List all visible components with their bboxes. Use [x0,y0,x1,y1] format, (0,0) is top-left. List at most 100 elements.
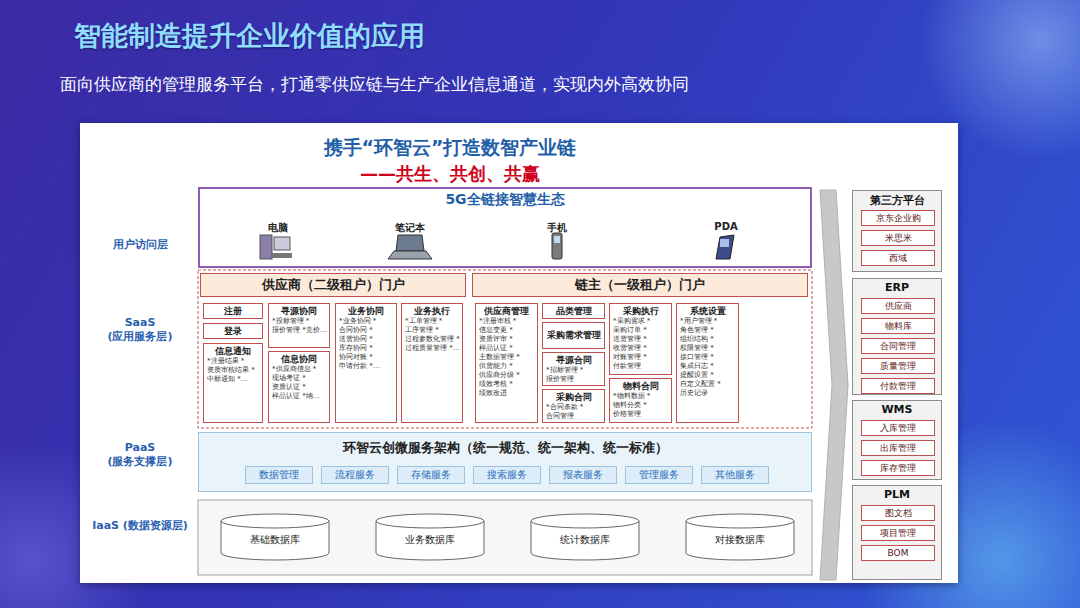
svc-box: 存储服务 [397,466,465,484]
device-icons [260,233,734,259]
col-box: 寻源协同*投标管理 *报价管理 *竞价… [268,303,330,348]
service-label: 管理服务 [639,468,679,482]
column-heading: 寻源协同 [271,306,327,317]
cylinder-body [531,514,639,560]
cylinder-body [376,514,484,560]
svc-box: 流程服务 [321,466,389,484]
col-box: 系统设置*用户管理 *角色管理 *组织结构 *权限管理 *接口管理 *集成日志 … [676,303,739,423]
pc-tower [260,235,272,259]
col-box: 采购合同*合同条款 *合同管理 [542,389,605,423]
system-item: 西域 [889,252,907,265]
database-label: 业务数据库 [375,533,485,547]
column-body: *工单管理 *工序管理 *过程参数化管理 *过程质量管理 *… [404,317,460,353]
cylinder-rim [686,521,794,528]
system-item: 质量管理 [880,360,916,373]
pc-monitor [274,237,290,250]
column-body: *投标管理 *报价管理 *竞价… [271,317,327,335]
db-box: 基础数据库 [220,513,330,561]
system-item: 付款管理 [880,380,916,393]
function-box-label: 注册 [224,306,242,317]
svc-box: 报表服务 [549,466,617,484]
item-box: 合同管理 [861,338,935,354]
svc-box: 搜索服务 [473,466,541,484]
service-label: 数据管理 [259,468,299,482]
system-item: 出库管理 [880,442,916,455]
iaas-band [198,500,812,575]
big-arrow [820,190,848,580]
column-heading: 信息协同 [271,354,327,365]
col-box: 供应商管理*注册审核 *信息变更 *资质评审 *样品认证 *主数据管理 *供货能… [475,303,538,423]
pc-keyboard [272,253,292,258]
col-box: 寻源合同*招标管理 *报价管理 [542,352,605,386]
paas-box: 环智云创微服务架构（统一规范、统一架构、统一标准） 数据管理 流程服务 存储服务 搜索服… [198,432,812,492]
system-item: 米思米 [885,232,912,245]
item-box: 京东企业购 [861,210,935,226]
system-item: 入库管理 [880,422,916,435]
small-box: 登录 [203,323,263,339]
column-heading: 业务执行 [404,306,460,317]
pda-screen [720,239,729,247]
column-body: *注册审核 *信息变更 *资质评审 *样品认证 *主数据管理 *供货能力 *供应… [478,317,535,398]
group-box: PLM图文档项目管理BOM [852,485,942,580]
group-heading: PLM [853,488,941,501]
paas-title: 环智云创微服务架构（统一规范、统一架构、统一标准） [199,439,811,457]
system-item: 库存管理 [880,462,916,475]
column-body: *招标管理 *报价管理 [545,366,602,384]
item-box: 入库管理 [861,420,935,436]
cylinder-body [221,514,329,560]
layer-label: PaaS (服务支撑层) [92,441,188,469]
device-label: 笔记本 [385,221,435,235]
column-body: *合同条款 *合同管理 [545,403,602,421]
group-heading: 第三方平台 [853,193,941,208]
column-heading: 采购合同 [545,392,602,403]
service-label: 存储服务 [411,468,451,482]
portal-header: 供应商（二级租户）门户 [200,273,466,297]
col-box: 业务协同*业务协同 *合同协同 *送货协同 *库存协同 *协同对账 *申请付款 … [335,303,397,423]
function-box-label: 采购需求管理 [547,330,601,341]
service-label: 搜索服务 [487,468,527,482]
system-item: BOM [888,548,909,558]
service-label: 其他服务 [715,468,755,482]
portal-box: 供应商（二级租户）门户注册登录信息通知*注册结果 *资质审核结果 *中标通知 *… [200,273,466,426]
pda-body [716,235,734,259]
group-heading: ERP [853,281,941,294]
subtitle: 面向供应商的管理服务平台，打通零供应链与生产企业信息通道，实现内外高效协同 [60,73,1020,96]
item-box: 库存管理 [861,460,935,476]
item-box: 西域 [861,250,935,266]
col-box: 业务执行*工单管理 *工序管理 *过程参数化管理 *过程质量管理 *… [401,303,463,423]
system-item: 供应商 [885,300,912,313]
panel-heading: 携手“环智云”打造数智产业链 [80,135,820,161]
column-heading: 业务协同 [338,306,394,317]
phone-body [552,233,562,259]
layer-label: 用户访问层 [92,237,188,252]
db-box: 统计数据库 [530,513,640,561]
system-item: 合同管理 [880,340,916,353]
column-heading: 信息通知 [206,346,260,357]
cylinder-rim [376,521,484,528]
cylinder-rim [531,521,639,528]
slide-title: 智能制造提升企业价值的应用 [74,18,425,54]
cylinder-rim [221,521,329,528]
column-body: *物料数据 *物料分类 *价格管理 [612,392,669,419]
item-box: 米思米 [861,230,935,246]
system-item: 项目管理 [880,527,916,540]
column-body: *用户管理 *角色管理 *组织结构 *权限管理 *接口管理 *集成日志 *提醒设… [679,317,736,398]
column-heading: 系统设置 [679,306,736,317]
small-box: 采购需求管理 [542,322,605,349]
laptop-screen [396,235,424,251]
column-heading: 供应商管理 [478,306,535,317]
panel-slogan: ——共生、共创、共赢 [80,162,820,186]
col-box: 信息协同*供应商信息 *现场考证 *资质认证 *样品认证 *纳… [268,351,330,423]
laptop-base [388,251,432,259]
db-box: 业务数据库 [375,513,485,561]
svc-box: 管理服务 [625,466,693,484]
portal-header: 链主（一级租户）门户 [472,273,808,297]
panel-box: 携手“环智云”打造数智产业链——共生、共创、共赢 5G全链接智慧生态供应商（二级租… [80,123,958,583]
group-box: WMS入库管理出库管理库存管理 [852,400,942,480]
service-label: 报表服务 [563,468,603,482]
function-box-label: 登录 [224,326,242,337]
band-title: 5G全链接智慧生态 [200,191,810,209]
group-box: ERP供应商物料库合同管理质量管理付款管理 [852,278,942,395]
column-heading: 物料合同 [612,381,669,392]
